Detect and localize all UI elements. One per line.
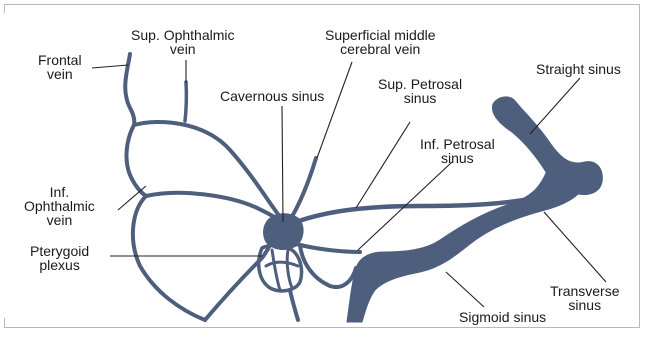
label-straight-sinus: Straight sinus xyxy=(536,62,621,76)
descending-vein xyxy=(290,290,298,320)
transverse-sinus-body xyxy=(347,168,578,322)
leader-sup-petrosal-sinus xyxy=(356,122,410,208)
leader-transverse-sinus xyxy=(544,212,606,282)
inf-petrosal-sinus-vessel xyxy=(296,244,360,252)
sup-ophthalmic-tributary xyxy=(185,82,186,121)
superficial-middle-cerebral-vein-vessel xyxy=(290,158,316,220)
label-transverse-sinus: Transverse sinus xyxy=(550,284,620,312)
pterygoid-outline xyxy=(133,196,205,320)
leader-sigmoid-sinus xyxy=(446,272,484,307)
label-sup-ophthalmic-vein: Sup. Ophthalmic vein xyxy=(131,28,235,56)
label-cavernous-sinus: Cavernous sinus xyxy=(220,89,324,103)
inf-ophthalmic-vein-vessel xyxy=(146,193,284,222)
leader-frontal-vein xyxy=(92,65,128,68)
label-pterygoid-plexus: Pterygoid plexus xyxy=(30,244,89,272)
label-inf-petrosal-sinus: Inf. Petrosal sinus xyxy=(420,137,495,165)
label-superficial-middle-cerebral-vein: Superficial middle cerebral vein xyxy=(325,28,436,56)
orbital-contour-upper xyxy=(127,125,146,196)
label-sup-petrosal-sinus: Sup. Petrosal sinus xyxy=(378,77,462,105)
label-sigmoid-sinus: Sigmoid sinus xyxy=(459,310,546,324)
leader-superficial-middle-cerebral-vein xyxy=(317,62,352,158)
label-frontal-vein: Frontal vein xyxy=(38,53,82,81)
sup-ophthalmic-vein-vessel xyxy=(134,122,284,222)
leader-cavernous-sinus xyxy=(282,106,283,222)
pterygoid-plexus-cross xyxy=(266,250,298,290)
leader-straight-sinus xyxy=(530,78,580,134)
label-inf-ophthalmic-vein: Inf. Ophthalmic vein xyxy=(24,185,95,227)
